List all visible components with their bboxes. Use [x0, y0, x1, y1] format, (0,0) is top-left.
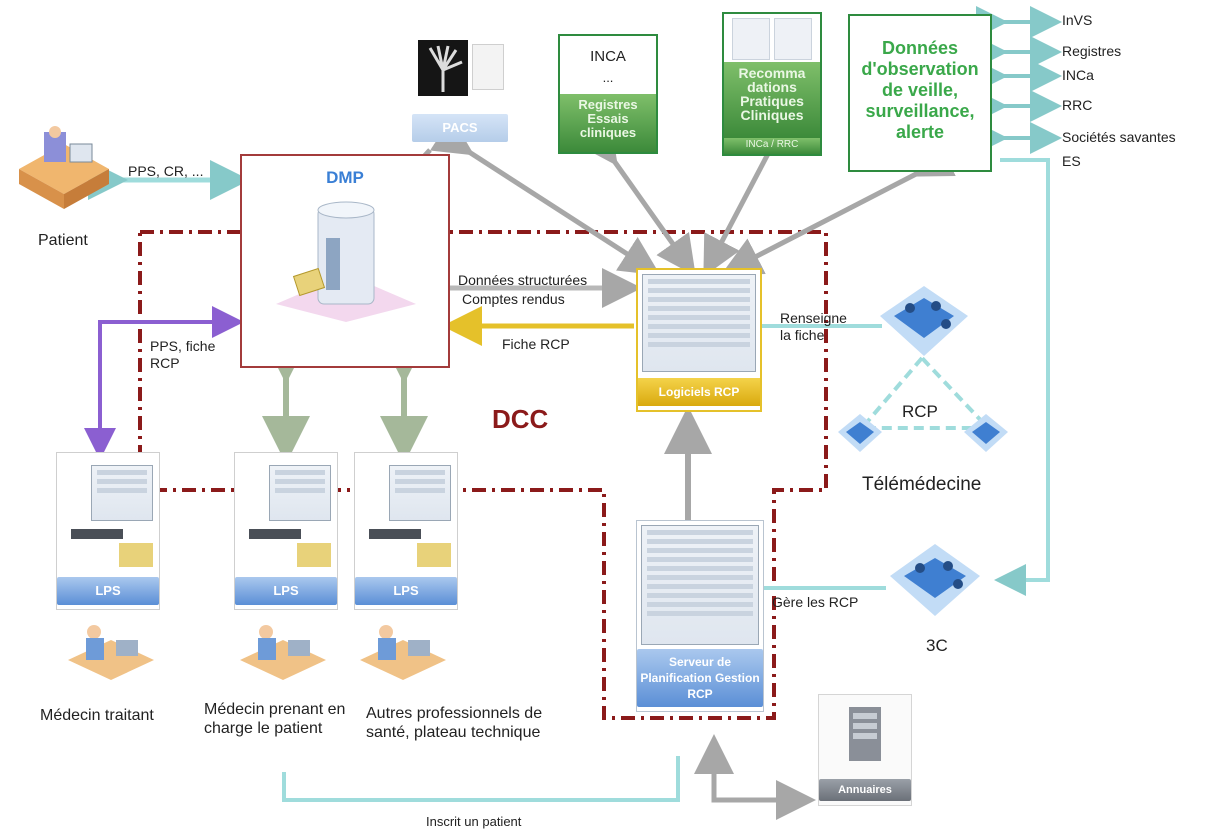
arrow-inca-rcp	[578, 121, 696, 277]
reco-bar: Recomma dations Pratiques Cliniques	[724, 62, 820, 138]
doctor-illustration-2	[240, 625, 326, 680]
dmp-server-icon	[276, 201, 416, 322]
card-icon	[119, 543, 153, 567]
three-c-meeting-icon	[890, 544, 980, 616]
external-link-arrows	[976, 6, 1062, 154]
annuaires-box[interactable]: Annuaires	[818, 694, 912, 806]
three-c-label: 3C	[926, 636, 948, 655]
arrow-annuaires	[711, 748, 816, 820]
rcp-out-label: Fiche RCP	[502, 336, 570, 352]
patient-label: Patient	[38, 232, 88, 249]
link-inscrit	[282, 756, 680, 802]
lps-workstation-2[interactable]: LPS	[234, 452, 338, 610]
gere-label: Gère les RCP	[772, 594, 859, 610]
computer-icon	[91, 465, 153, 521]
external-link-inca[interactable]: INCa	[1062, 67, 1094, 83]
patient-link-label: PPS, CR, ...	[128, 163, 204, 179]
inca-bar: Registres Essais cliniques	[560, 94, 656, 152]
external-link-registres[interactable]: Registres	[1062, 43, 1122, 59]
inca-box[interactable]: INCA ... Registres Essais cliniques	[558, 34, 658, 154]
planning-server-box[interactable]: Serveur de Planification Gestion RCP	[636, 520, 764, 712]
inca-title: INCA	[590, 48, 626, 65]
rcp-remote-node-left	[838, 414, 882, 452]
computer-icon	[269, 465, 331, 521]
lps-bar-2: LPS	[235, 577, 337, 605]
document-icon	[472, 44, 504, 90]
lps-workstation-3[interactable]: LPS	[354, 452, 458, 610]
reco-document-icon-2	[774, 18, 812, 60]
reco-bar-sub: INCa / RRC	[724, 138, 820, 154]
planning-screen	[641, 525, 759, 645]
lps-bar-3: LPS	[355, 577, 457, 605]
rcp-software-box[interactable]: Logiciels RCP	[636, 268, 762, 412]
doctor-illustration-1	[68, 625, 154, 680]
dmp-title: DMP	[326, 168, 364, 187]
planning-server-bar: Serveur de Planification Gestion RCP	[637, 649, 763, 707]
lps-bar-1: LPS	[57, 577, 159, 605]
lps-caption-3: Autres professionnels de santé, plateau …	[366, 705, 543, 741]
keyboard-icon	[369, 529, 421, 539]
external-link-rrc[interactable]: RRC	[1062, 97, 1093, 113]
lps-caption-1: Médecin traitant	[40, 707, 154, 724]
reco-document-icon-1	[732, 18, 770, 60]
telemedecine-label: Télémédecine	[862, 474, 982, 495]
rcp-in-label-1: Données structurées	[458, 272, 588, 288]
arrow-obs-rcp	[721, 140, 956, 275]
inca-dots: ...	[602, 70, 614, 85]
rcp-software-bar: Logiciels RCP	[638, 378, 760, 406]
external-link-societes[interactable]: Sociétés savantes	[1062, 129, 1176, 145]
observation-text: Données d'observation de veille, surveil…	[861, 38, 979, 142]
rcp-remote-node-right	[964, 414, 1008, 452]
lps-caption-2: Médecin prenant en charge le patient	[204, 701, 346, 737]
keyboard-icon	[249, 529, 301, 539]
rcp-software-screen	[642, 274, 756, 372]
patient-illustration	[19, 126, 109, 209]
external-link-invs[interactable]: InVS	[1062, 12, 1093, 28]
card-icon	[297, 543, 331, 567]
observation-box[interactable]: Données d'observation de veille, surveil…	[848, 14, 992, 172]
card-icon	[417, 543, 451, 567]
rcp-meeting-icon	[880, 286, 968, 356]
arrow-reco-rcp	[703, 114, 802, 277]
pacs-box[interactable]: PACS	[412, 36, 508, 144]
reco-box[interactable]: Recomma dations Pratiques Cliniques INCa…	[722, 12, 822, 156]
server-icon	[849, 707, 881, 761]
renseigne-label: Renseigne la fiche	[780, 310, 847, 343]
pps-fiche-label: PPS, fiche RCP	[150, 338, 216, 371]
doctor-illustration-3	[360, 625, 446, 680]
dmp-box[interactable]: DMP	[240, 154, 450, 368]
rcp-label: RCP	[902, 402, 938, 421]
annuaires-bar: Annuaires	[819, 779, 911, 801]
dcc-boundary	[138, 230, 828, 720]
computer-icon	[389, 465, 451, 521]
keyboard-icon	[71, 529, 123, 539]
xray-image	[418, 40, 468, 96]
obs-spine	[994, 158, 1050, 596]
inscrit-label: Inscrit un patient	[426, 814, 522, 829]
dcc-label: DCC	[492, 404, 549, 434]
rcp-in-label-2: Comptes rendus	[462, 291, 565, 307]
pacs-bar: PACS	[412, 114, 508, 142]
arrow-pacs-rcp	[429, 116, 661, 276]
external-link-es[interactable]: ES	[1062, 153, 1081, 169]
lps-workstation-1[interactable]: LPS	[56, 452, 160, 610]
